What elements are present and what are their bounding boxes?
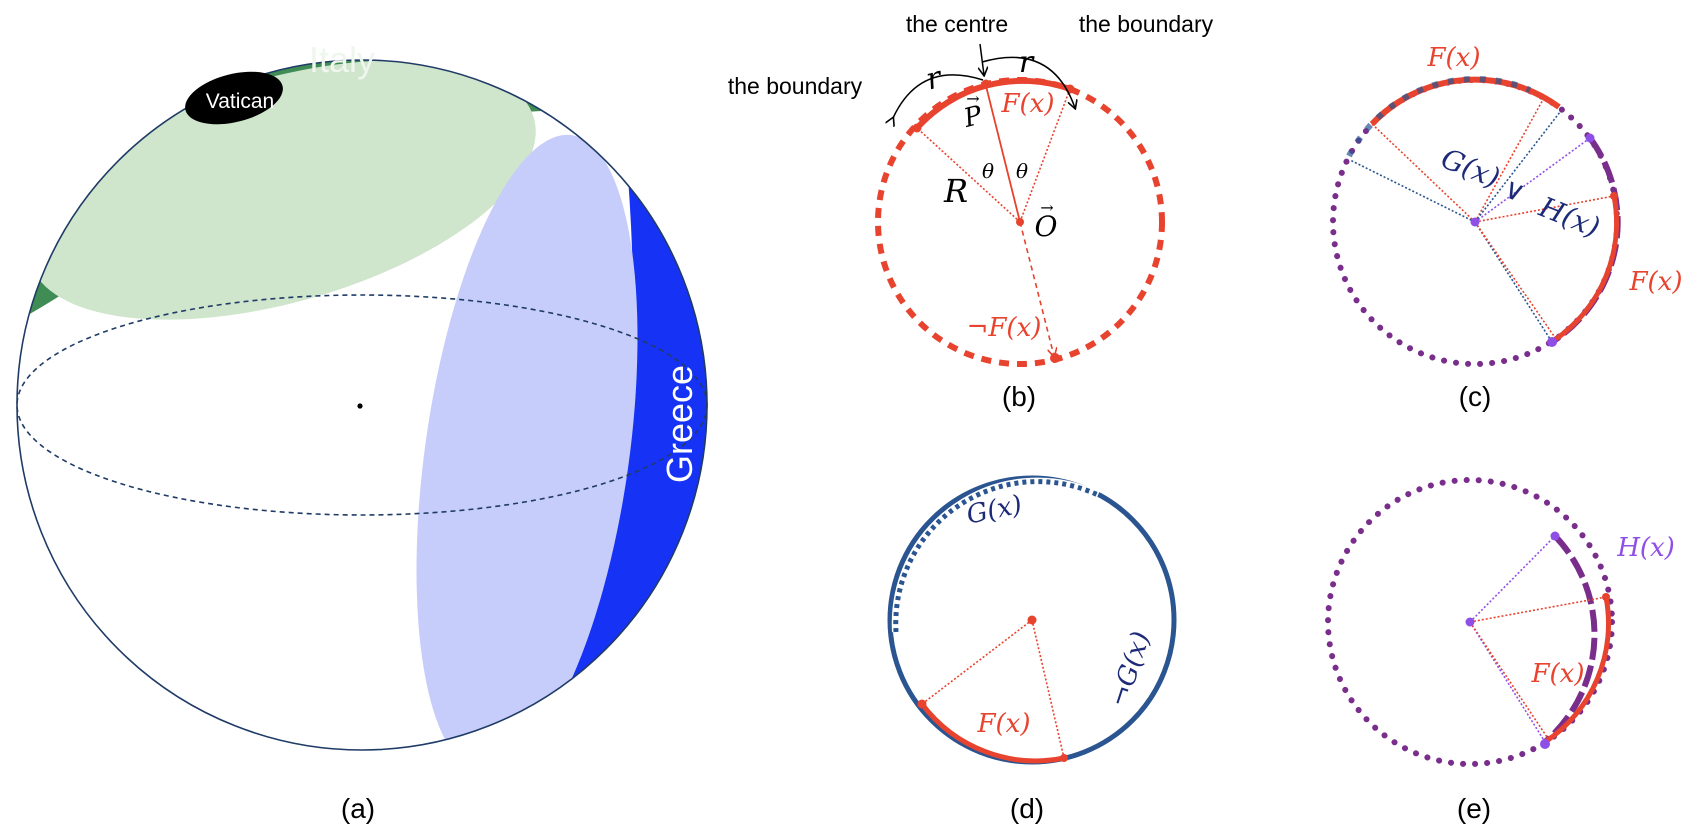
- greece-region: [500, 140, 707, 750]
- p-vec-arrow: →: [966, 89, 979, 108]
- g-label-c: G(x): [1437, 142, 1505, 195]
- theta-right-label: θ: [1016, 159, 1028, 183]
- dot-e-1: [1550, 531, 1560, 541]
- caption-c: (c): [1459, 381, 1492, 412]
- r-left-label: r: [923, 60, 947, 98]
- o-vec-arrow: →: [1040, 198, 1053, 217]
- theta-left-label: θ: [982, 159, 994, 183]
- caption-a: (a): [341, 793, 375, 824]
- dot-centre-d: [1027, 615, 1037, 625]
- radius-d-1: [921, 619, 1033, 705]
- circle-e: [1325, 477, 1615, 767]
- caption-d: (d): [1010, 793, 1044, 824]
- not-f-label-b: ¬F(x): [967, 313, 1042, 343]
- dot-c-2: [1547, 337, 1557, 347]
- dot-neg-b: [1050, 353, 1060, 363]
- dot-centre-b: [1016, 218, 1024, 226]
- dot-left-b: [912, 123, 922, 133]
- f-label-b: F(x): [1001, 89, 1055, 119]
- r-bracket-right-b: [981, 56, 1075, 108]
- panel-d: G(x) ¬G(x) F(x) (d): [887, 475, 1177, 824]
- dot-centre-c: [1470, 217, 1480, 227]
- panel-a: Vatican Italy Greece (a): [16, 39, 708, 824]
- dot-d-1: [917, 699, 927, 709]
- radius-e-3: [1469, 621, 1546, 743]
- f-right-arc-c: [1554, 195, 1620, 342]
- greece-label: Greece: [659, 365, 700, 483]
- f-label-e: F(x): [1531, 659, 1585, 689]
- r-right-label: r: [1019, 45, 1035, 80]
- dot-c-1: [1585, 133, 1595, 143]
- f-top-label-c: F(x): [1427, 43, 1481, 73]
- caption-e: (e): [1457, 793, 1491, 824]
- o-label: O: [1035, 210, 1058, 243]
- radius-c-2: [1474, 95, 1546, 223]
- centre-label: the centre: [906, 11, 1008, 37]
- radius-c-3: [1349, 159, 1476, 223]
- vatican-region: [185, 71, 283, 125]
- boundary-right-label: the boundary: [1079, 11, 1214, 37]
- h-label-e: H(x): [1616, 533, 1675, 563]
- p-vector-b: [985, 85, 1021, 223]
- f-arc-d: [920, 702, 1065, 764]
- h-label-c: H(x): [1534, 190, 1605, 244]
- radius-e-2: [1469, 596, 1607, 623]
- boundary-left-label: the boundary: [728, 73, 863, 99]
- caption-b: (b): [1002, 381, 1036, 412]
- italy-label: Italy: [309, 39, 375, 80]
- f-label-d: F(x): [977, 709, 1031, 739]
- dot-c-3: [1610, 192, 1618, 200]
- radius-c-6: [1474, 195, 1615, 223]
- big-r-label: R: [943, 172, 968, 210]
- g-arc-d: [893, 479, 1100, 633]
- dot-e-3: [1540, 739, 1550, 749]
- greece-light-region: [416, 134, 638, 750]
- or-symbol-c: ∨: [1499, 171, 1530, 209]
- radius-d-2: [1031, 619, 1065, 759]
- radius-left-b: [916, 127, 1021, 223]
- f-right-label-c: F(x): [1629, 267, 1683, 297]
- sphere-centre-dot: [357, 403, 363, 409]
- dot-p-b: [981, 79, 991, 89]
- radius-c-4: [1474, 111, 1561, 223]
- equator-ellipse: [16, 294, 708, 516]
- r-bracket-left-b: [893, 74, 984, 118]
- radius-e-1: [1469, 535, 1556, 623]
- panel-c: F(x) F(x) G(x) ∨ H(x) (c): [1330, 43, 1683, 412]
- f-top-arc-c: [1369, 76, 1561, 127]
- panel-b: the centre the boundary the boundary r r…: [728, 11, 1214, 412]
- h-arc-e: [1543, 533, 1598, 745]
- dot-d-2: [1060, 754, 1068, 762]
- radius-c-8: [1474, 221, 1557, 340]
- panel-e: H(x) F(x) (e): [1325, 477, 1675, 824]
- centre-pointer-b: [980, 43, 984, 75]
- vatican-label: Vatican: [206, 90, 275, 113]
- f-arc-e: [1543, 596, 1611, 745]
- dot-e-2: [1602, 593, 1610, 601]
- dot-centre-e: [1465, 617, 1475, 627]
